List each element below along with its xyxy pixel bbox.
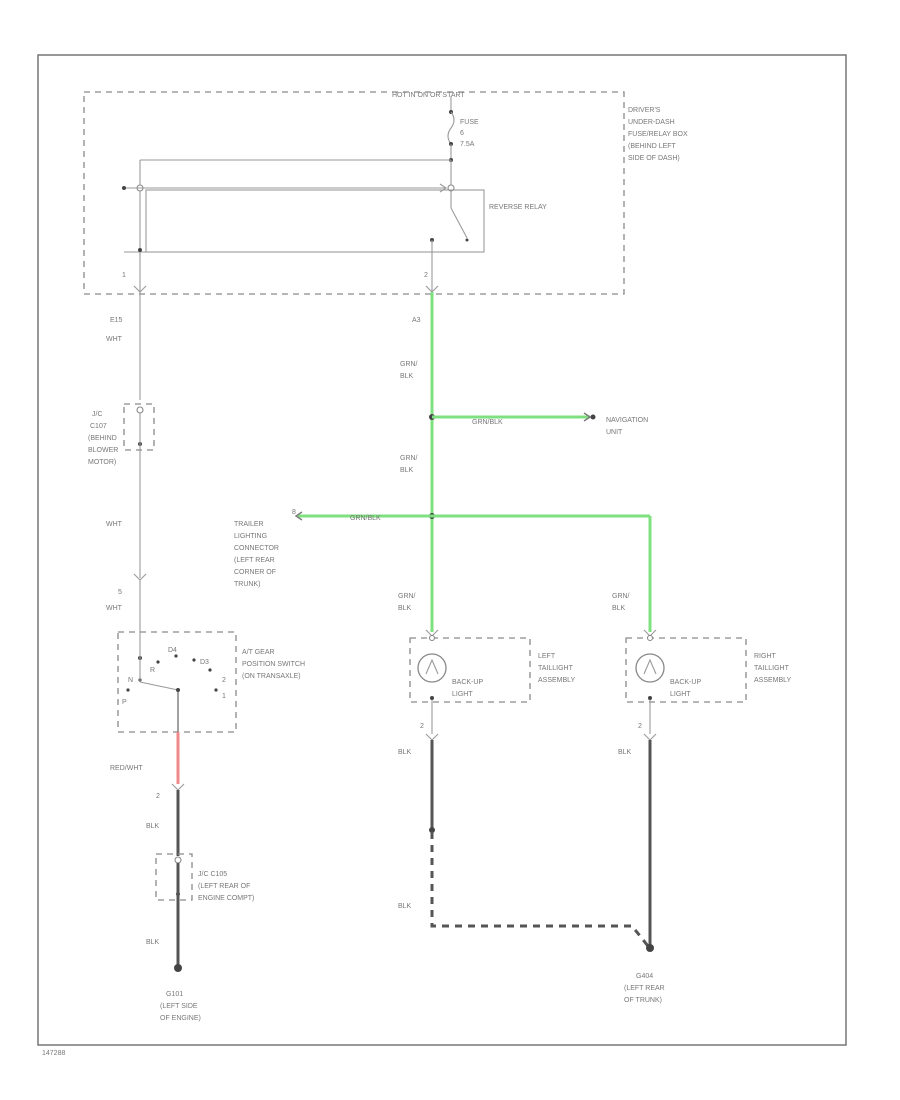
wire-wht-2: WHT (106, 521, 123, 528)
wire-grn-blk-trailer: GRN/BLK (350, 515, 381, 522)
box-line-3: FUSE/RELAY BOX (628, 131, 688, 138)
wire-blk-3: BLK (398, 749, 412, 756)
pin-2b: 2 (420, 723, 424, 730)
left-backup-line-1: BACK-UP (452, 679, 483, 686)
right-backup-line-2: LIGHT (670, 691, 691, 698)
right-tail-line-2: TAILLIGHT (754, 665, 790, 672)
right-backup-line-1: BACK-UP (670, 679, 701, 686)
fuse-label: FUSE (460, 119, 479, 126)
wire-grn-blk-nav: GRN/BLK (472, 419, 503, 426)
right-backup-bulb-icon (635, 653, 665, 683)
wire-blk-2: BLK (146, 939, 160, 946)
jc-c105-line-1: J/C C105 (198, 871, 227, 878)
ground-g101-icon (174, 964, 182, 972)
feed-label: HOT IN ON OR START (392, 92, 465, 99)
fuse-relay-box: HOT IN ON OR START DRIVER'S UNDER-DASH F… (83, 91, 688, 295)
diagram-code: 147288 (42, 1050, 65, 1057)
wire-grn-blk-4a: GRN/ (612, 593, 630, 600)
grn-blk-circuit: A3 GRN/ BLK GRN/BLK NAVIGATION UNIT GRN/… (234, 252, 652, 632)
wire-grn-blk-2b: BLK (400, 467, 414, 474)
fuse-icon (447, 96, 455, 146)
box-line-1: DRIVER'S (628, 107, 661, 114)
pin-5: 5 (118, 589, 122, 596)
jc-c107-line-5: MOTOR) (88, 459, 116, 466)
trailer-line-4: (LEFT REAR (234, 557, 275, 564)
reverse-relay-icon (145, 189, 485, 253)
box-line-2: UNDER-DASH (628, 119, 675, 126)
label-red-wht: RED/WHT (110, 765, 143, 772)
nav-line-1: NAVIGATION (606, 417, 648, 424)
switch-line-2: POSITION SWITCH (242, 661, 305, 668)
g101-line-3: OF ENGINE) (160, 1015, 201, 1022)
jc-c105-line-2: (LEFT REAR OF (198, 883, 250, 890)
wire-blk-4: BLK (398, 903, 412, 910)
trailer-line-5: CORNER OF (234, 569, 276, 576)
wire-grn-blk-3a: GRN/ (398, 593, 416, 600)
switch-pos-d4: D4 (168, 647, 177, 654)
wire-wht-1: WHT (106, 336, 123, 343)
pin-right: 2 (424, 272, 428, 279)
trailer-pin: 8 (292, 509, 296, 516)
jc-c107-line-4: BLOWER (88, 447, 118, 454)
fuse-number: 6 (460, 130, 464, 137)
g101-line-2: (LEFT SIDE (160, 1003, 198, 1010)
connector-e15: E15 (110, 317, 123, 324)
ground-g404-icon (646, 944, 654, 952)
g404-line-2: (LEFT REAR (624, 985, 665, 992)
left-taillight-assembly: BACK-UP LIGHT LEFT TAILLIGHT ASSEMBLY (409, 629, 576, 703)
right-tail-line-1: RIGHT (754, 653, 777, 660)
pin-2c: 2 (638, 723, 642, 730)
wire-blk-5: BLK (618, 749, 632, 756)
switch-pos-r: R (150, 667, 155, 674)
fuse-amperage: 7.5A (460, 141, 475, 148)
relay-label: REVERSE RELAY (489, 204, 547, 211)
left-backup-line-2: LIGHT (452, 691, 473, 698)
wire-grn-blk-2a: GRN/ (400, 455, 418, 462)
switch-pos-n: N (128, 677, 133, 684)
g404-line-1: G404 (636, 973, 653, 980)
wire-grn-blk-1b: BLK (400, 373, 414, 380)
right-tail-line-3: ASSEMBLY (754, 677, 792, 684)
switch-pos-2: 2 (222, 677, 226, 684)
left-backup-bulb-icon (417, 653, 447, 683)
wire-blk-1: BLK (146, 823, 160, 830)
trailer-line-3: CONNECTOR (234, 545, 279, 552)
switch-pos-1: 1 (222, 693, 226, 700)
trailer-line-2: LIGHTING (234, 533, 267, 540)
diagram-border (37, 54, 847, 1046)
pin-2a: 2 (156, 793, 160, 800)
right-taillight-assembly: BACK-UP LIGHT RIGHT TAILLIGHT ASSEMBLY (625, 629, 792, 703)
switch-line-3: (ON TRANSAXLE) (242, 673, 301, 680)
jc-c107-line-2: C107 (90, 423, 107, 430)
box-line-5: SIDE OF DASH) (628, 155, 680, 162)
pin-left: 1 (122, 272, 126, 279)
left-tail-line-2: TAILLIGHT (538, 665, 574, 672)
jc-c107-line-1: J/C (92, 411, 103, 418)
switch-line-1: A/T GEAR (242, 649, 275, 656)
wire-grn-blk-3b: BLK (398, 605, 412, 612)
switch-pos-p: P (122, 699, 127, 706)
switch-pos-d3: D3 (200, 659, 209, 666)
box-line-4: (BEHIND LEFT (628, 143, 677, 150)
wire-grn-blk-4b: BLK (612, 605, 626, 612)
jc-c107-line-3: (BEHIND (88, 435, 117, 442)
wire-grn-blk-1a: GRN/ (400, 361, 418, 368)
g101-line-1: G101 (166, 991, 183, 998)
trailer-line-6: TRUNK) (234, 581, 260, 588)
nav-line-2: UNIT (606, 429, 623, 436)
wire-wht-3: WHT (106, 605, 123, 612)
jc-c105-line-3: ENGINE COMPT) (198, 895, 254, 902)
connector-a3: A3 (412, 317, 421, 324)
trailer-line-1: TRAILER (234, 521, 264, 528)
left-tail-line-3: ASSEMBLY (538, 677, 576, 684)
wht-circuit: E15 WHT J/C C107 (BEHIND BLOWER MOTOR) W… (88, 252, 155, 650)
g404-line-3: OF TRUNK) (624, 997, 662, 1004)
gear-position-switch: R D4 D3 P N 2 1 A/T GEAR POSITION SWITCH… (117, 631, 305, 733)
left-tail-line-1: LEFT (538, 653, 556, 660)
